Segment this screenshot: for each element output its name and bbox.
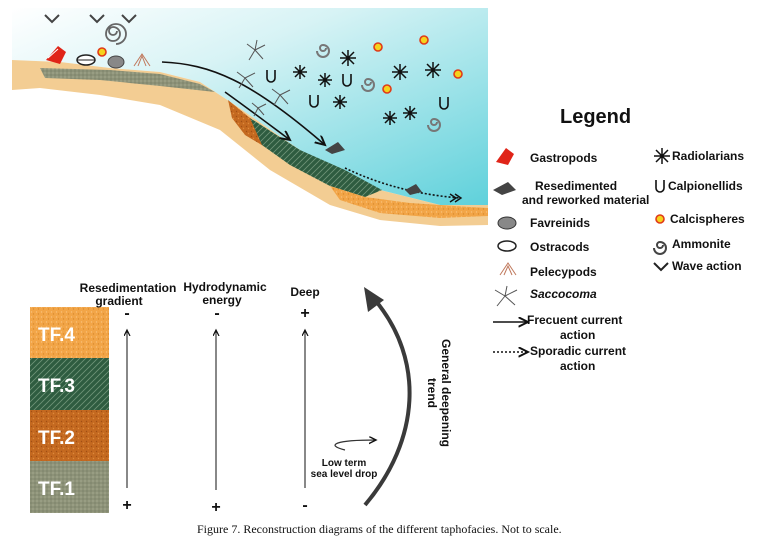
ammonite-shell — [105, 23, 127, 45]
sea-level-label: sea level drop — [311, 469, 378, 480]
calcisphere-icon — [655, 214, 665, 224]
radiolarian-group — [293, 50, 441, 125]
gradient-label: Resedimentation — [80, 281, 177, 295]
shelf-sand — [12, 60, 488, 226]
gastropod-shell — [46, 46, 66, 64]
gradient-top-sign: - — [214, 305, 219, 322]
pelecypod-icon — [499, 262, 517, 276]
legend-calpionellids: Calpionellids — [668, 179, 743, 193]
wave-action-icon — [653, 262, 669, 272]
gradient-hydrodynamic: Hydrodynamic energy - + — [183, 280, 267, 516]
favreinid — [107, 55, 125, 69]
sea-level-arrow — [334, 440, 376, 451]
legend-resedimented: Resedimented — [535, 179, 617, 193]
saccocoma-icon — [494, 285, 518, 307]
calcisphere — [97, 47, 107, 57]
trend-label: trend — [425, 378, 439, 408]
gradient-label: gradient — [95, 294, 142, 308]
tf4-layer — [330, 186, 488, 218]
gradient-resedimentation: Resedimentation gradient - + — [80, 281, 177, 514]
sea-water — [12, 8, 488, 205]
gradient-bottom-sign: + — [211, 499, 220, 516]
frequent-current-arrow — [224, 91, 290, 140]
legend-frequent-current-action: action — [560, 328, 595, 342]
gradient-deep: Deep + - — [290, 285, 319, 514]
legend-reworked: and reworked material — [522, 193, 649, 207]
frequent-current-arrow — [161, 61, 325, 145]
resedimented-icon — [493, 182, 516, 195]
sporadic-current-arrow — [344, 167, 461, 199]
deepening-trend: General deepening trend Low term sea lev… — [311, 287, 453, 507]
gradient-bottom-sign: + — [122, 497, 131, 514]
legend-wave-action: Wave action — [672, 259, 742, 273]
calcisphere-group — [373, 35, 463, 94]
pelecypod-shell — [133, 53, 151, 67]
sea-level-label: Low term — [322, 458, 367, 469]
saccocoma-cluster — [236, 39, 291, 117]
legend-sporadic-current-action: action — [560, 359, 595, 373]
calpionellid-icon — [655, 180, 665, 193]
ammonite-icon — [653, 240, 667, 255]
gastropod-icon — [496, 148, 514, 165]
tf1-label: TF.1 — [38, 479, 75, 500]
resedimented-shell — [405, 184, 422, 195]
gradient-top-sign: + — [300, 305, 309, 322]
tf1-box — [30, 461, 109, 513]
deepening-arrow — [363, 298, 412, 507]
favreinid-icon — [497, 216, 517, 230]
legend-title: Legend — [560, 106, 631, 128]
legend-ammonite: Ammonite — [672, 237, 731, 251]
gradient-bottom-sign: - — [302, 497, 307, 514]
ostracod-icon — [497, 240, 517, 252]
trend-label: General deepening — [439, 339, 453, 447]
tf3-label: TF.3 — [38, 376, 75, 397]
legend-ostracods: Ostracods — [530, 240, 590, 254]
gradient-label: Deep — [290, 285, 319, 299]
legend: Legend Gastropods Resedimented and rewor… — [493, 106, 745, 373]
legend-saccocoma: Saccocoma — [530, 287, 597, 301]
tf3-box — [30, 358, 109, 410]
tf4-box — [30, 307, 109, 358]
wave-action-marks — [44, 14, 137, 24]
gradient-top-sign: - — [124, 305, 129, 322]
legend-calcispheres: Calcispheres — [670, 212, 745, 226]
basin-scene — [12, 8, 488, 226]
calpionellid-group — [266, 70, 449, 110]
tf2-box — [30, 410, 109, 461]
legend-frequent-current: Frecuent current — [527, 313, 622, 327]
tf3-layer — [250, 118, 382, 197]
figure-caption: Figure 7. Reconstruction diagrams of the… — [197, 522, 562, 536]
gradient-label: Hydrodynamic — [183, 280, 267, 294]
legend-radiolarians: Radiolarians — [672, 149, 744, 163]
legend-gastropods: Gastropods — [530, 151, 598, 165]
tf4-label: TF.4 — [38, 325, 75, 346]
legend-sporadic-current: Sporadic current — [530, 344, 626, 358]
gradient-label: energy — [202, 293, 242, 307]
legend-favreinids: Favreinids — [530, 216, 590, 230]
radiolarian-icon — [654, 148, 670, 164]
tf1-layer — [40, 68, 215, 92]
taphofacies-column: TF.4 TF.3 TF.2 TF.1 — [30, 307, 109, 513]
tf2-label: TF.2 — [38, 428, 75, 449]
resedimented-shell — [325, 142, 345, 154]
legend-pelecypods: Pelecypods — [530, 265, 597, 279]
ammonite-group — [316, 43, 441, 132]
